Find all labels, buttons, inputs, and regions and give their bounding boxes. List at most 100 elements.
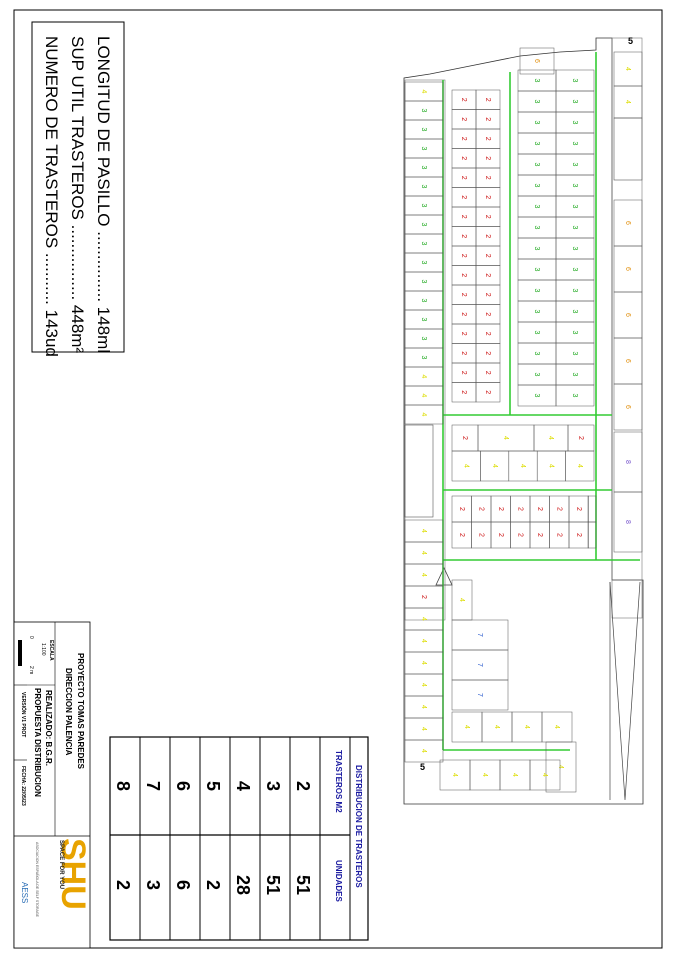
unit-label: 4 bbox=[420, 375, 427, 379]
unit-orange-top: 6 bbox=[519, 47, 555, 75]
unit-left-8: 3 bbox=[404, 233, 444, 254]
unit-mid-low-2: 4 bbox=[508, 450, 538, 482]
unit-island-top-3: 2 bbox=[510, 495, 531, 523]
logo-text: SHU bbox=[54, 838, 92, 910]
scale-bar-end: 2 m bbox=[28, 666, 34, 674]
distribution-col2-header: UNIDADES bbox=[334, 860, 343, 902]
unit-label: 4 bbox=[541, 773, 548, 777]
unit-label: 3 bbox=[571, 289, 578, 293]
association-text: ASOCIACION ESPAÑOLA DE SELF STORAGE bbox=[35, 842, 40, 918]
unit-green-mid-4: 3 bbox=[517, 153, 557, 176]
distribution-units-cell: 6 bbox=[173, 880, 193, 890]
unit-label: 3 bbox=[420, 166, 427, 170]
unit-label: 2 bbox=[477, 507, 484, 511]
unit-label: 2 bbox=[575, 507, 582, 511]
unit-left-6: 3 bbox=[404, 195, 444, 216]
scale-label: ESCALA bbox=[48, 640, 54, 661]
unit-label: 3 bbox=[420, 223, 427, 227]
unit-label: 6 bbox=[624, 313, 631, 317]
unit-left-low-10: 4 bbox=[404, 739, 444, 763]
unit-label: 4 bbox=[458, 598, 465, 602]
unit-orange-3: 6 bbox=[613, 291, 643, 339]
unit-left-14: 3 bbox=[404, 347, 444, 368]
unit-left-low-5: 4 bbox=[404, 629, 444, 653]
unit-mid-red-1: 2 bbox=[567, 424, 595, 452]
unit-left-15: 4 bbox=[404, 366, 444, 387]
project-name: PROYECTO TOMAS PAREDES bbox=[76, 653, 85, 770]
unit-label: 4 bbox=[576, 464, 583, 468]
unit-red-b-14: 2 bbox=[475, 362, 501, 383]
unit-red-a-7: 2 bbox=[451, 226, 477, 247]
unit-red-b-11: 2 bbox=[475, 304, 501, 325]
unit-label: 2 bbox=[460, 195, 467, 199]
distribution-m2-cell: 2 bbox=[293, 781, 313, 791]
unit-green-mid-5: 3 bbox=[517, 174, 557, 197]
unit-island-bottom-1: 2 bbox=[471, 521, 492, 549]
summary-box: LONGITUD DE PASILLO ............... 148m… bbox=[31, 21, 125, 357]
unit-label: 4 bbox=[502, 436, 509, 440]
unit-label: 3 bbox=[420, 299, 427, 303]
unit-label: 2 bbox=[484, 312, 491, 316]
distribution-units-cell: 28 bbox=[233, 875, 253, 895]
unit-label: 3 bbox=[571, 247, 578, 251]
unit-left-17: 4 bbox=[404, 404, 444, 425]
unit-red-b-3: 2 bbox=[475, 148, 501, 169]
distribution-col1-header: TRASTEROS M2 bbox=[334, 750, 343, 813]
unit-red-a-15: 2 bbox=[451, 382, 477, 403]
unit-green-right-13: 3 bbox=[555, 342, 595, 365]
unit-label: 2 bbox=[484, 98, 491, 102]
distribution-units-cell: 2 bbox=[203, 880, 223, 890]
unit-label: 2 bbox=[484, 137, 491, 141]
unit-orange-5: 6 bbox=[613, 383, 643, 431]
unit-purple-0: 8 bbox=[613, 431, 643, 493]
unit-label: 2 bbox=[460, 137, 467, 141]
unit-green-mid-11: 3 bbox=[517, 300, 557, 323]
unit-bottom-strip-0: 4 bbox=[439, 759, 471, 791]
unit-green-right-8: 3 bbox=[555, 237, 595, 260]
distribution-m2-cell: 8 bbox=[113, 781, 133, 791]
unit-red-a-11: 2 bbox=[451, 304, 477, 325]
unit-red-a-4: 2 bbox=[451, 167, 477, 188]
unit-island-bottom-3: 2 bbox=[510, 521, 531, 549]
distribution-m2-cell: 4 bbox=[233, 781, 253, 791]
unit-label: 2 bbox=[460, 156, 467, 160]
unit-label: 3 bbox=[420, 109, 427, 113]
unit-label: 3 bbox=[533, 184, 540, 188]
unit-label: 4 bbox=[420, 639, 427, 643]
unit-label: 3 bbox=[533, 163, 540, 167]
unit-label: 4 bbox=[420, 413, 427, 417]
unit-green-mid-13: 3 bbox=[517, 342, 557, 365]
unit-red-a-13: 2 bbox=[451, 343, 477, 364]
unit-mid-4a: 4 bbox=[477, 424, 535, 452]
unit-label: 2 bbox=[497, 533, 504, 537]
unit-green-right-12: 3 bbox=[555, 321, 595, 344]
unit-red-a-1: 2 bbox=[451, 109, 477, 130]
unit-label: 4 bbox=[420, 661, 427, 665]
unit-label: 3 bbox=[571, 184, 578, 188]
unit-label: 2 bbox=[461, 436, 468, 440]
unit-label: 3 bbox=[533, 289, 540, 293]
unit-red-b-0: 2 bbox=[475, 89, 501, 110]
unit-island-top-5: 2 bbox=[549, 495, 570, 523]
unit-label: 4 bbox=[420, 529, 427, 533]
unit-label: 3 bbox=[420, 337, 427, 341]
unit-label: 2 bbox=[460, 273, 467, 277]
unit-bottom-row-2: 4 bbox=[511, 711, 543, 743]
summary-corridor-length: LONGITUD DE PASILLO ............... 148m… bbox=[94, 36, 113, 353]
unit-red-a-14: 2 bbox=[451, 362, 477, 383]
unit-label: 2 bbox=[484, 215, 491, 219]
association-logo: AESS bbox=[20, 882, 29, 903]
unit-label: 4 bbox=[420, 573, 427, 577]
scale-bar-start: 0 bbox=[28, 636, 34, 639]
unit-label: 4 bbox=[548, 464, 555, 468]
unit-mid-low-3: 4 bbox=[536, 450, 566, 482]
unit-left-low-8: 4 bbox=[404, 695, 444, 719]
unit-green-mid-15: 3 bbox=[517, 384, 557, 407]
unit-bottom-strip-2: 4 bbox=[499, 759, 531, 791]
sheet-border bbox=[13, 9, 663, 949]
unit-green-mid-12: 3 bbox=[517, 321, 557, 344]
unit-left-2: 3 bbox=[404, 119, 444, 140]
unit-label: 2 bbox=[516, 507, 523, 511]
distribution-units-cell: 51 bbox=[263, 875, 283, 895]
